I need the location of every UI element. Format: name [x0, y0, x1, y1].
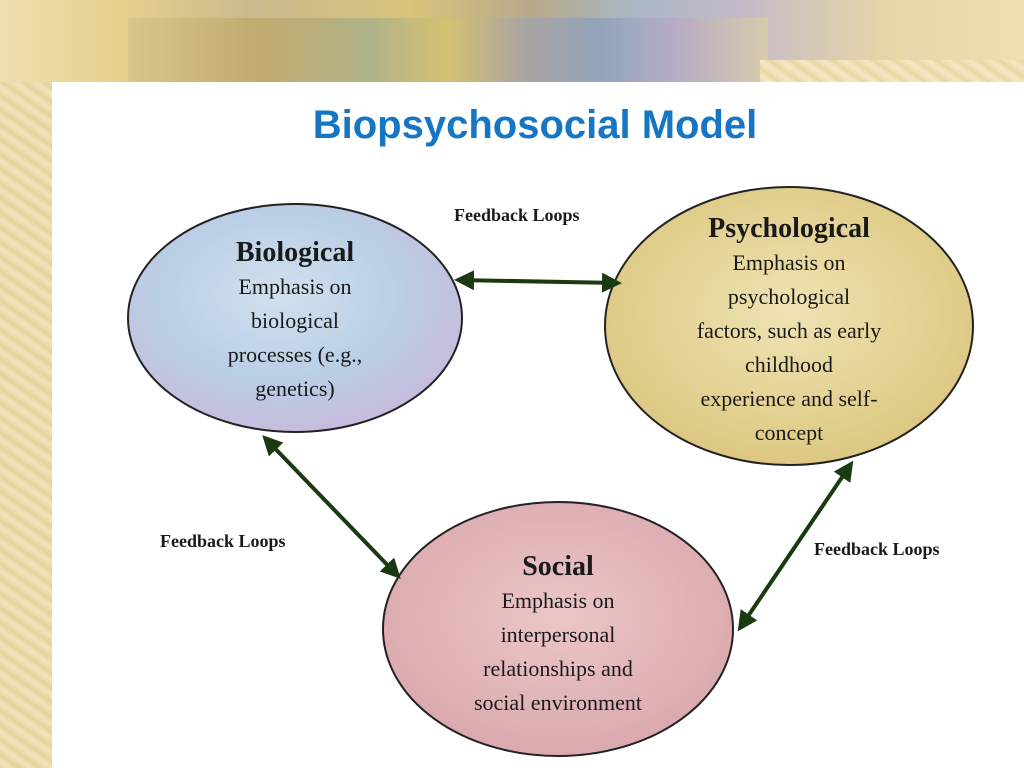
- social-line: Emphasis on: [501, 588, 615, 613]
- psychological-line: concept: [754, 420, 824, 445]
- psychological-heading: Psychological: [708, 213, 870, 244]
- biological-heading: Biological: [235, 237, 355, 268]
- psychological-line: experience and self-: [700, 386, 878, 411]
- feedback-arrow-right: [737, 460, 854, 632]
- background-texture-right: [760, 60, 1024, 82]
- psychological-text: Psychological Emphasis on psychological …: [654, 212, 924, 450]
- psychological-line: factors, such as early: [696, 318, 882, 343]
- biological-node: [127, 203, 463, 433]
- psychological-line: childhood: [745, 352, 833, 377]
- psychological-line: psychological: [727, 284, 851, 309]
- social-line: interpersonal: [500, 622, 616, 647]
- feedback-label-left: Feedback Loops: [160, 531, 286, 551]
- social-text: Social Emphasis on interpersonal relatio…: [443, 550, 673, 720]
- background-texture-left: [0, 0, 52, 768]
- psychological-line: Emphasis on: [732, 250, 846, 275]
- social-heading: Social: [522, 551, 594, 582]
- biological-text: Biological Emphasis on biological proces…: [180, 236, 410, 406]
- social-line: relationships and: [483, 656, 633, 681]
- feedback-label-top: Feedback Loops: [454, 205, 580, 225]
- biological-line: processes (e.g.,: [227, 342, 363, 367]
- biological-line: genetics): [255, 376, 335, 401]
- slide-title: Biopsychosocial Model: [312, 103, 758, 147]
- feedback-arrow-left: [262, 435, 401, 579]
- biological-line: Emphasis on: [238, 274, 352, 299]
- social-node: [382, 501, 734, 757]
- background-floral-strip: [128, 18, 768, 82]
- feedback-arrow-top: [454, 270, 622, 293]
- biological-line: biological: [251, 308, 339, 333]
- social-line: social environment: [473, 690, 642, 715]
- feedback-label-right: Feedback Loops: [814, 539, 940, 559]
